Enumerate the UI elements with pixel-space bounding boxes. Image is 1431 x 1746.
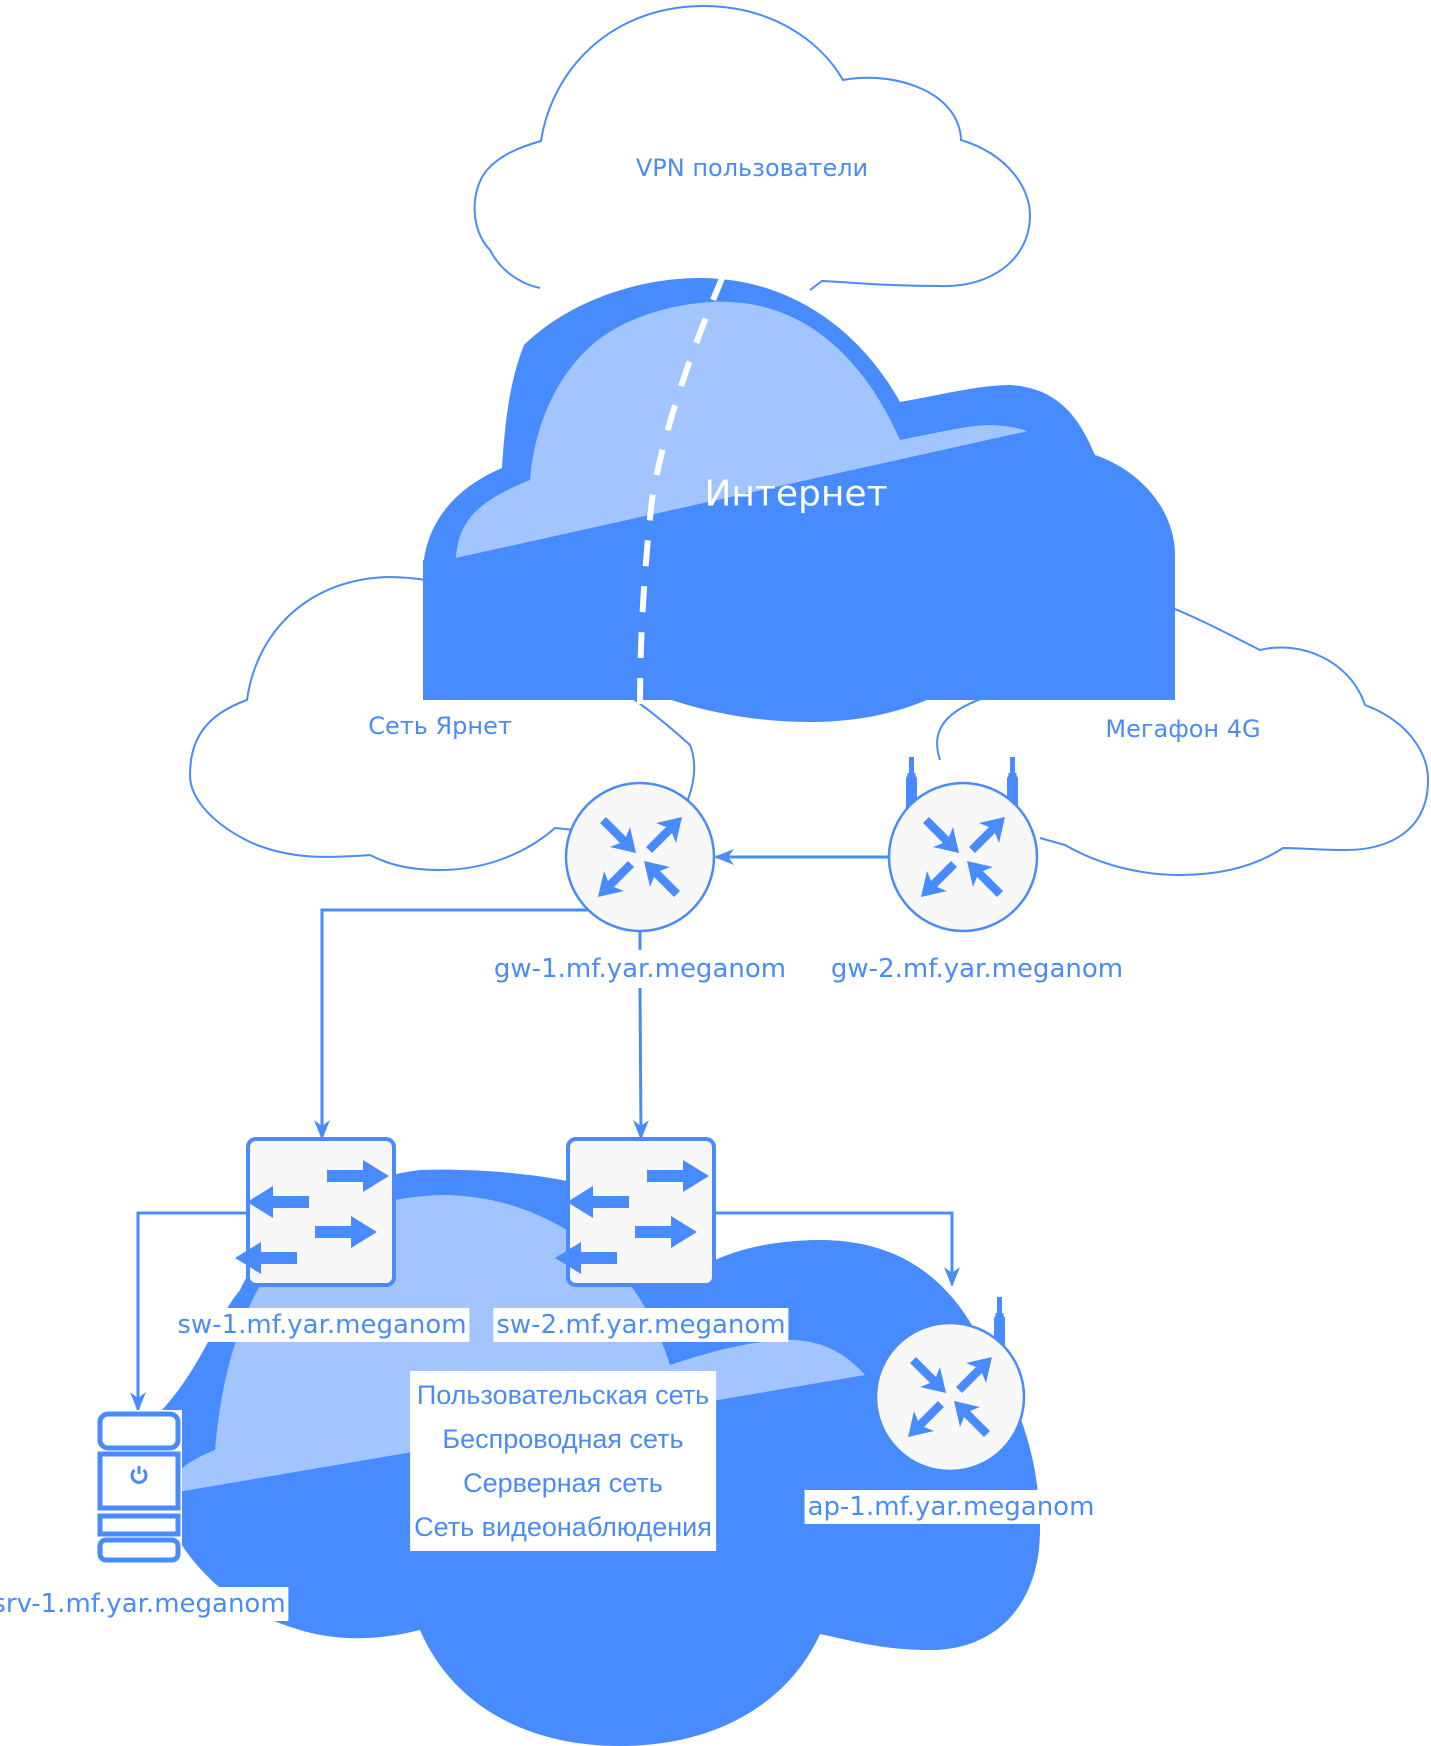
internet-cloud-highlight-clip — [423, 432, 1175, 700]
internet-cloud-label: Интернет — [704, 473, 888, 515]
ap1-wireless-router-icon[interactable] — [874, 1297, 1026, 1473]
segment-item: Серверная сеть — [463, 1468, 663, 1498]
segment-item: Сеть видеонаблюдения — [414, 1512, 712, 1542]
link-sw1-srv1 — [130, 1211, 248, 1412]
link-gw1-sw1 — [314, 908, 588, 1140]
segment-item: Беспроводная сеть — [442, 1424, 684, 1454]
network-segments-list: Пользовательская сеть Беспроводная сеть … — [410, 1371, 716, 1551]
link-sw2-ap1 — [715, 1211, 960, 1287]
sw2-label: sw-2.mf.yar.meganom — [493, 1308, 789, 1342]
segment-item: Пользовательская сеть — [416, 1380, 710, 1410]
gw2-label: gw-2.mf.yar.meganom — [830, 954, 1124, 984]
vpn-tunnel-line — [637, 274, 726, 706]
internet-cloud-highlight — [456, 301, 1027, 558]
srv1-label: srv-1.mf.yar.meganom — [0, 1587, 289, 1621]
srv1-server-icon[interactable] — [96, 1410, 182, 1564]
link-gw1-sw2 — [632, 987, 649, 1140]
ap1-label: ap-1.mf.yar.meganom — [804, 1490, 1098, 1524]
gw2-wireless-router-icon[interactable] — [887, 757, 1039, 933]
yarnet-cloud-label: Сеть Ярнет — [368, 712, 512, 740]
vpn-cloud — [473, 4, 1032, 291]
power-icon — [130, 1466, 148, 1484]
gw1-label: gw-1.mf.yar.meganom — [493, 954, 787, 984]
megafon-cloud-label: Мегафон 4G — [1105, 715, 1261, 743]
sw1-switch-icon[interactable] — [235, 1137, 396, 1287]
gw1-router-icon[interactable] — [564, 781, 716, 933]
sw1-label: sw-1.mf.yar.meganom — [174, 1308, 470, 1342]
vpn-cloud-label: VPN пользователи — [635, 154, 869, 182]
sw2-switch-icon[interactable] — [555, 1137, 716, 1287]
